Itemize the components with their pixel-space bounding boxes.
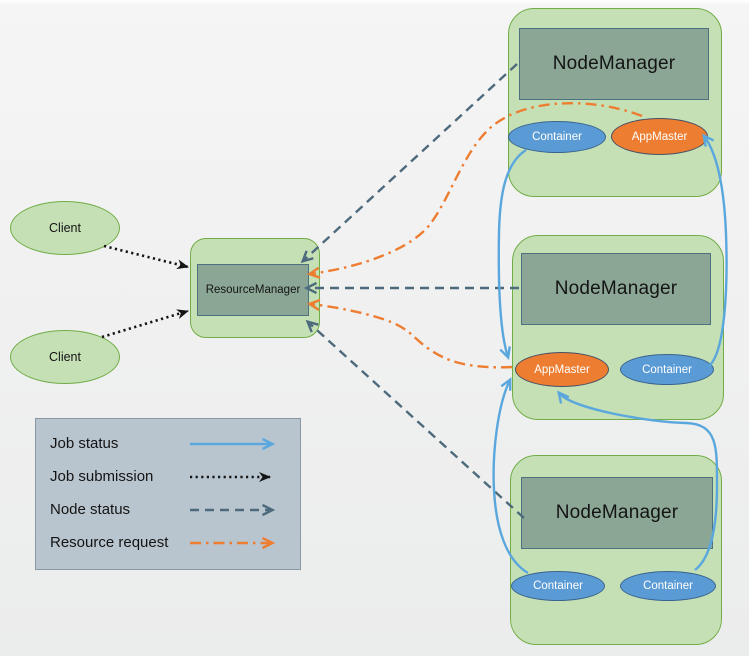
job-status-arrow-icon (190, 437, 286, 451)
client-label: Client (49, 221, 81, 235)
job-submission-arrow-icon (190, 471, 271, 482)
container-label: Container (643, 580, 693, 592)
legend-label: Job submission (50, 468, 154, 485)
legend-row-resource-request: Resource request (50, 534, 286, 551)
legend-row-job-status: Job status (50, 435, 286, 452)
node-manager-group-3: NodeManager (510, 455, 722, 645)
resource-manager-label: ResourceManager (205, 284, 301, 296)
legend-label: Node status (50, 501, 131, 518)
resource-request-arrow-icon (190, 536, 286, 550)
node-status-arrow-3 (308, 322, 525, 519)
container-ellipse: Container (620, 354, 714, 385)
node-manager-label: NodeManager (552, 53, 676, 74)
client-node-1: Client (10, 201, 120, 255)
node-manager-box-1: NodeManager (519, 28, 709, 100)
resource-manager-box: ResourceManager (197, 264, 309, 316)
legend-row-job-submission: Job submission (50, 468, 286, 485)
node-manager-label: NodeManager (555, 502, 679, 523)
job-submission-arrow-2 (101, 309, 189, 339)
appmaster-ellipse: AppMaster (611, 118, 708, 155)
node-manager-label: NodeManager (554, 278, 678, 299)
container-label: Container (533, 580, 583, 592)
container-ellipse: Container (511, 571, 605, 601)
node-manager-box-2: NodeManager (521, 253, 711, 325)
client-node-2: Client (10, 330, 120, 384)
appmaster-label: AppMaster (631, 130, 688, 143)
node-manager-group-1: NodeManager (508, 8, 722, 197)
container-label: Container (642, 363, 692, 376)
appmaster-label: AppMaster (534, 363, 590, 376)
node-manager-box-3: NodeManager (521, 477, 713, 549)
node-status-arrow-1 (303, 63, 518, 261)
legend-label: Job status (50, 435, 119, 452)
job-submission-arrow-1 (103, 244, 189, 270)
container-ellipse: Container (508, 121, 606, 153)
legend-box: Job status Job submission Node status Re… (35, 418, 301, 570)
resource-manager-group: ResourceManager (190, 238, 320, 338)
resource-request-arrow-2 (310, 304, 513, 369)
client-label: Client (49, 350, 81, 364)
legend-row-node-status: Node status (50, 501, 286, 518)
node-status-arrow-icon (190, 503, 286, 517)
node-manager-group-2: NodeManager (512, 235, 724, 420)
container-label: Container (532, 131, 582, 143)
container-ellipse: Container (620, 571, 716, 601)
appmaster-ellipse: AppMaster (515, 352, 609, 387)
legend-label: Resource request (50, 534, 169, 551)
